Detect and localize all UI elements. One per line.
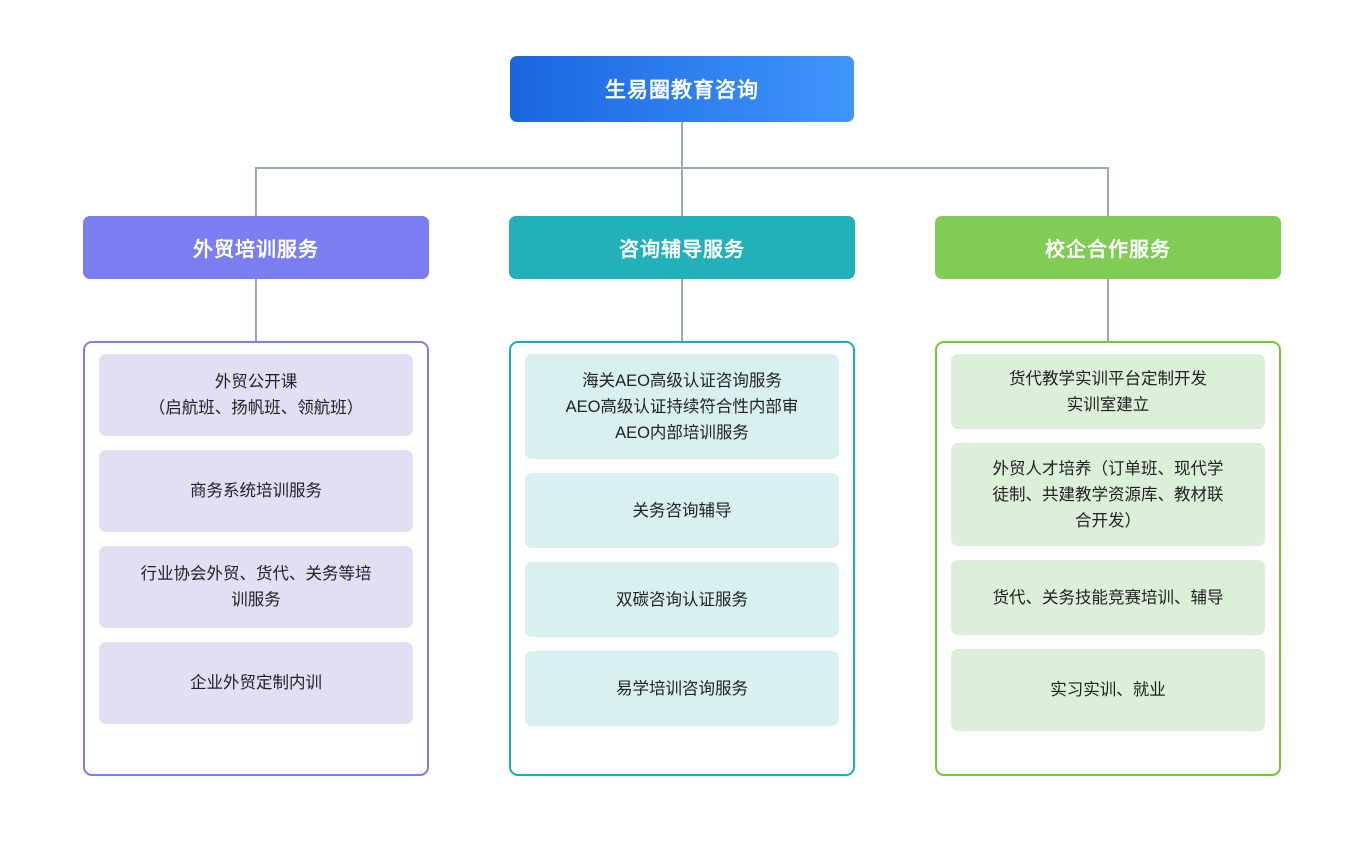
- leaf-item-text: 关务咨询辅导: [632, 501, 732, 520]
- branch-header-consulting-tutoring[interactable]: 咨询辅导服务: [509, 216, 855, 279]
- leaf-item-text: 外贸人才培养（订单班、现代学徒制、共建教学资源库、教材联合开发）: [992, 459, 1224, 530]
- branch-panel-foreign-trade-training: 外贸公开课（启航班、扬帆班、领航班） 商务系统培训服务 行业协会外贸、货代、关务…: [83, 341, 429, 776]
- leaf-item-text: 外贸公开课（启航班、扬帆班、领航班）: [148, 373, 364, 417]
- leaf-item[interactable]: 行业协会外贸、货代、关务等培训服务: [99, 546, 413, 628]
- leaf-item[interactable]: 实习实训、就业: [951, 649, 1265, 731]
- branch-header-foreign-trade-training[interactable]: 外贸培训服务: [83, 216, 429, 279]
- leaf-item-text: 货代教学实训平台定制开发实训室建立: [1009, 369, 1207, 414]
- branch-header-school-enterprise-cooperation[interactable]: 校企合作服务: [935, 216, 1281, 279]
- branch-header-label: 咨询辅导服务: [619, 239, 745, 261]
- leaf-item-text: 实习实训、就业: [1050, 681, 1166, 699]
- connector-drop-branch-1: [255, 167, 257, 216]
- leaf-item-text: 易学培训咨询服务: [616, 679, 748, 698]
- connector-drop-branch-3: [1107, 167, 1109, 216]
- leaf-item-text: 行业协会外贸、货代、关务等培训服务: [140, 565, 372, 609]
- connector-header-panel-1: [255, 279, 257, 341]
- leaf-item[interactable]: 外贸人才培养（订单班、现代学徒制、共建教学资源库、教材联合开发）: [951, 443, 1265, 546]
- leaf-item[interactable]: 外贸公开课（启航班、扬帆班、领航班）: [99, 354, 413, 436]
- leaf-item-text: 双碳咨询认证服务: [616, 590, 748, 609]
- branch-column-foreign-trade-training: 外贸培训服务 外贸公开课（启航班、扬帆班、领航班） 商务系统培训服务 行业协会外…: [83, 216, 429, 776]
- leaf-item[interactable]: 货代、关务技能竞赛培训、辅导: [951, 560, 1265, 635]
- branch-header-label: 外贸培训服务: [193, 239, 319, 261]
- root-node-label: 生易圈教育咨询: [605, 79, 759, 102]
- connector-drop-branch-2: [681, 167, 683, 216]
- leaf-item-text: 商务系统培训服务: [190, 482, 322, 500]
- leaf-item[interactable]: 企业外贸定制内训: [99, 642, 413, 724]
- leaf-item[interactable]: 商务系统培训服务: [99, 450, 413, 532]
- connector-header-panel-3: [1107, 279, 1109, 341]
- branch-column-school-enterprise-cooperation: 校企合作服务 货代教学实训平台定制开发实训室建立 外贸人才培养（订单班、现代学徒…: [935, 216, 1281, 776]
- leaf-item[interactable]: 货代教学实训平台定制开发实训室建立: [951, 354, 1265, 429]
- connector-header-panel-2: [681, 279, 683, 341]
- branch-panel-school-enterprise-cooperation: 货代教学实训平台定制开发实训室建立 外贸人才培养（订单班、现代学徒制、共建教学资…: [935, 341, 1281, 776]
- connector-root-stem: [681, 122, 683, 168]
- leaf-item[interactable]: 双碳咨询认证服务: [525, 562, 839, 637]
- leaf-item-text: 货代、关务技能竞赛培训、辅导: [992, 588, 1224, 607]
- leaf-item[interactable]: 关务咨询辅导: [525, 473, 839, 548]
- branch-header-label: 校企合作服务: [1045, 239, 1171, 261]
- leaf-item-text: 企业外贸定制内训: [190, 674, 322, 692]
- root-node[interactable]: 生易圈教育咨询: [510, 56, 854, 122]
- leaf-item[interactable]: 易学培训咨询服务: [525, 651, 839, 726]
